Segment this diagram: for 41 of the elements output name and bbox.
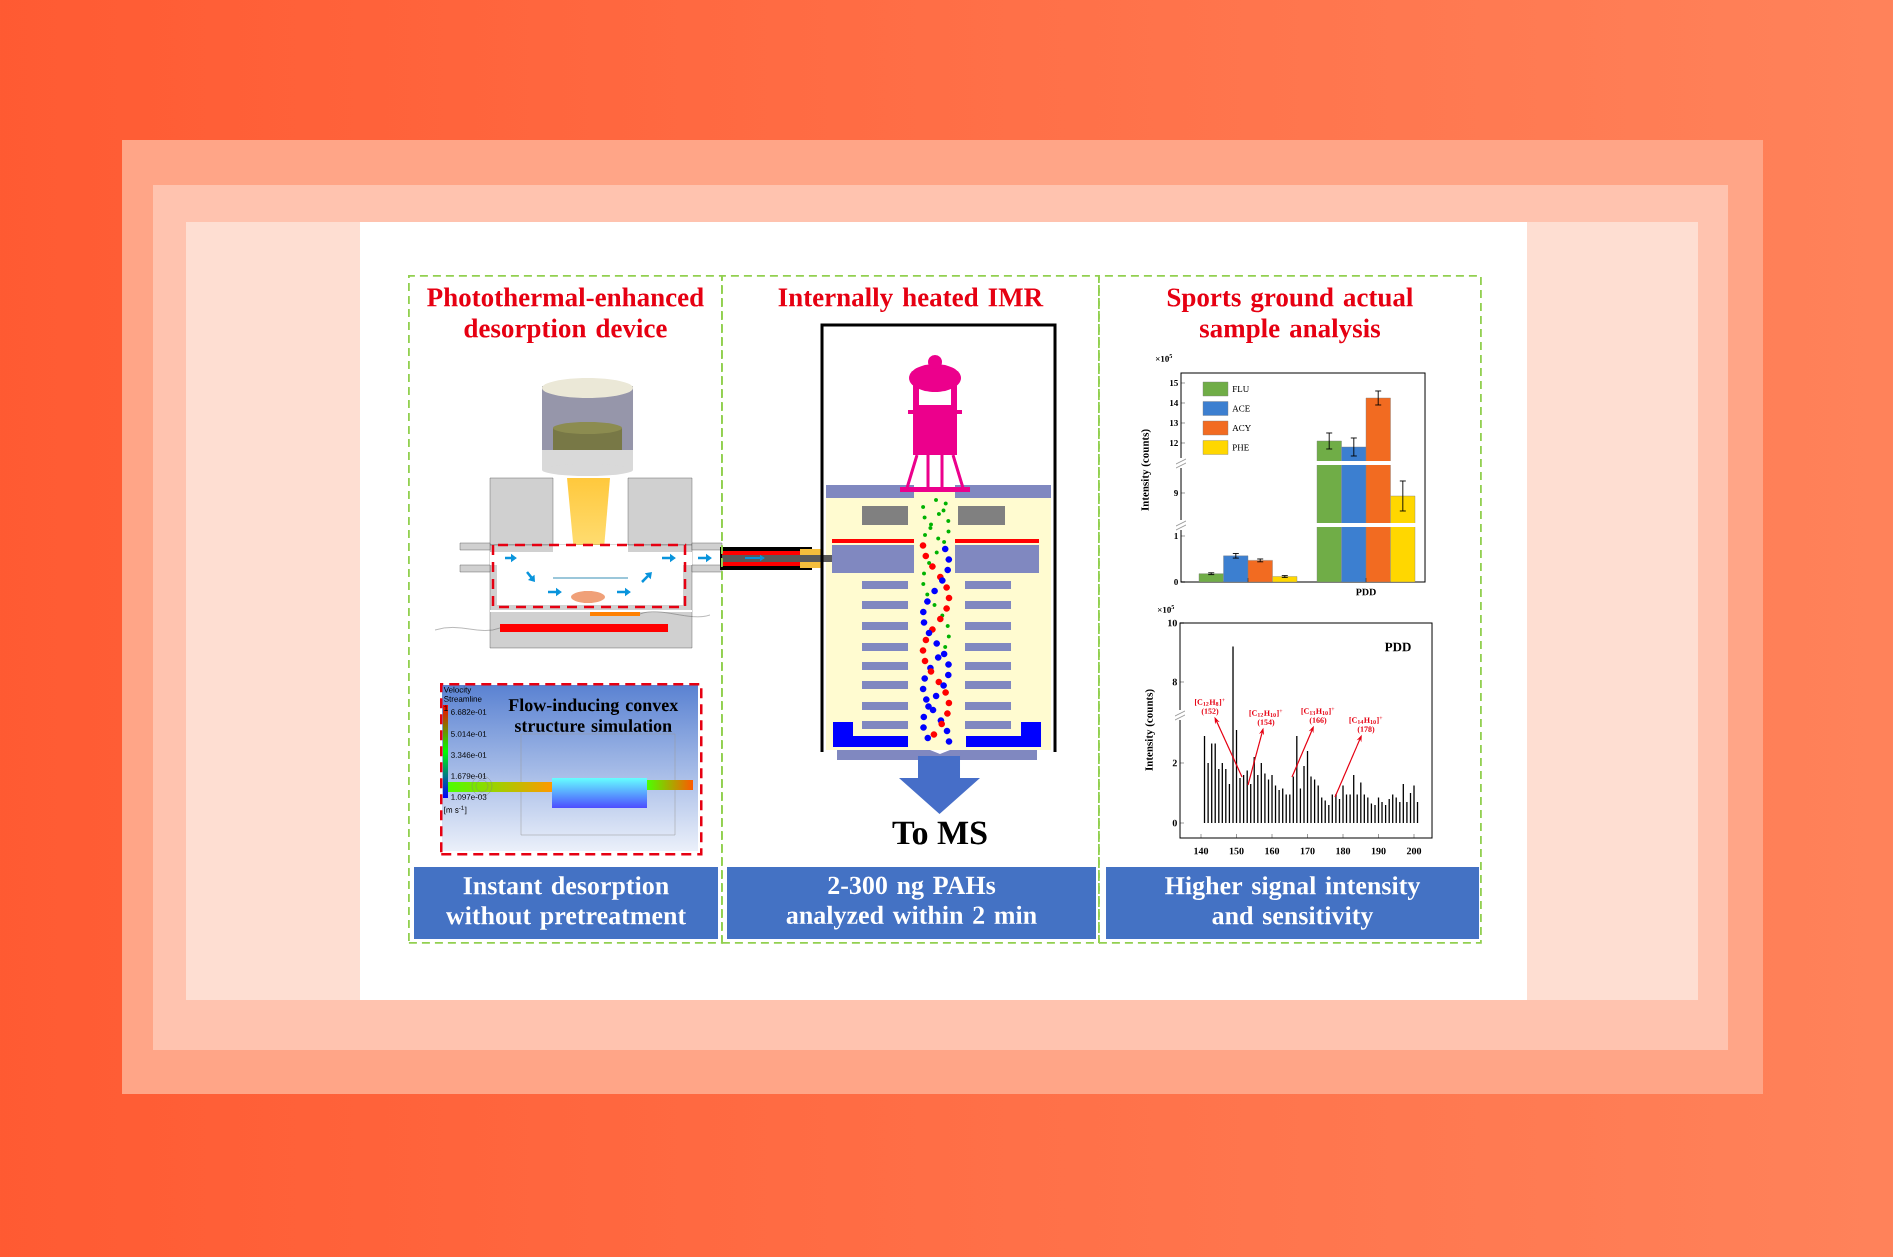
legend-label: ACE [1232, 405, 1250, 412]
banner: Higher signal intensity and sensitivity [1106, 867, 1479, 939]
peak-label: [C$_{14}$H$_{10}$]$^{+}$ (178) [1349, 716, 1383, 734]
tick-label: 12 [1170, 440, 1178, 446]
banner: Instant desorption without pretreatment [414, 867, 718, 939]
tick-label: 200 [1406, 847, 1422, 855]
scale-value: 1.679e-01 [451, 773, 487, 779]
scale-value: 5.014e-01 [451, 731, 487, 737]
legend-label: FLU [1232, 386, 1249, 392]
category-label: PDD [1355, 588, 1376, 596]
axis-multiplier: ×10$^{5}$ [1155, 354, 1173, 362]
tick-label: 180 [1336, 847, 1351, 855]
axis-title: Intensity (counts) [1145, 689, 1155, 771]
banner: 2-300 ng PAHs analyzed within 2 min [727, 867, 1096, 939]
tick-label: 1 [1174, 533, 1178, 539]
tick-label: 13 [1170, 419, 1178, 427]
unit-label: [m s$^{-1}$] [444, 805, 467, 815]
tick-label: 0 [1172, 819, 1177, 827]
tick-label: 9 [1174, 489, 1178, 497]
tick-label: 160 [1265, 847, 1280, 855]
tick-label: 15 [1170, 380, 1178, 386]
axis-multiplier: ×10$^{5}$ [1157, 605, 1175, 613]
tick-label: 170 [1300, 847, 1315, 855]
scale-value: 3.346e-01 [451, 752, 487, 758]
peak-label: [C$_{12}$H$_{10}$]$^{+}$ (154) [1249, 709, 1283, 727]
axis-title: Intensity (counts) [1141, 429, 1151, 511]
peak-label: [C$_{12}$H$_{8}$]$^{+}$ (152) [1195, 698, 1225, 716]
tick-label: 10 [1168, 619, 1177, 627]
peak-label: [C$_{13}$H$_{10}$]$^{+}$ (166) [1301, 707, 1335, 725]
legend-label: PHE [1232, 444, 1249, 451]
tick-label: 150 [1229, 847, 1244, 855]
plot-title: PDD [1384, 642, 1411, 652]
tick-label: 140 [1194, 847, 1209, 855]
tick-label: 0 [1174, 578, 1178, 586]
scale-value: 1.097e-03 [451, 794, 487, 800]
legend-label: ACY [1232, 424, 1251, 432]
scale-value: 6.682e-01 [451, 709, 487, 715]
tick-label: 190 [1371, 847, 1386, 855]
tick-label: 8 [1172, 678, 1177, 686]
tick-label: 14 [1170, 400, 1179, 406]
tick-label: 2 [1172, 759, 1177, 767]
